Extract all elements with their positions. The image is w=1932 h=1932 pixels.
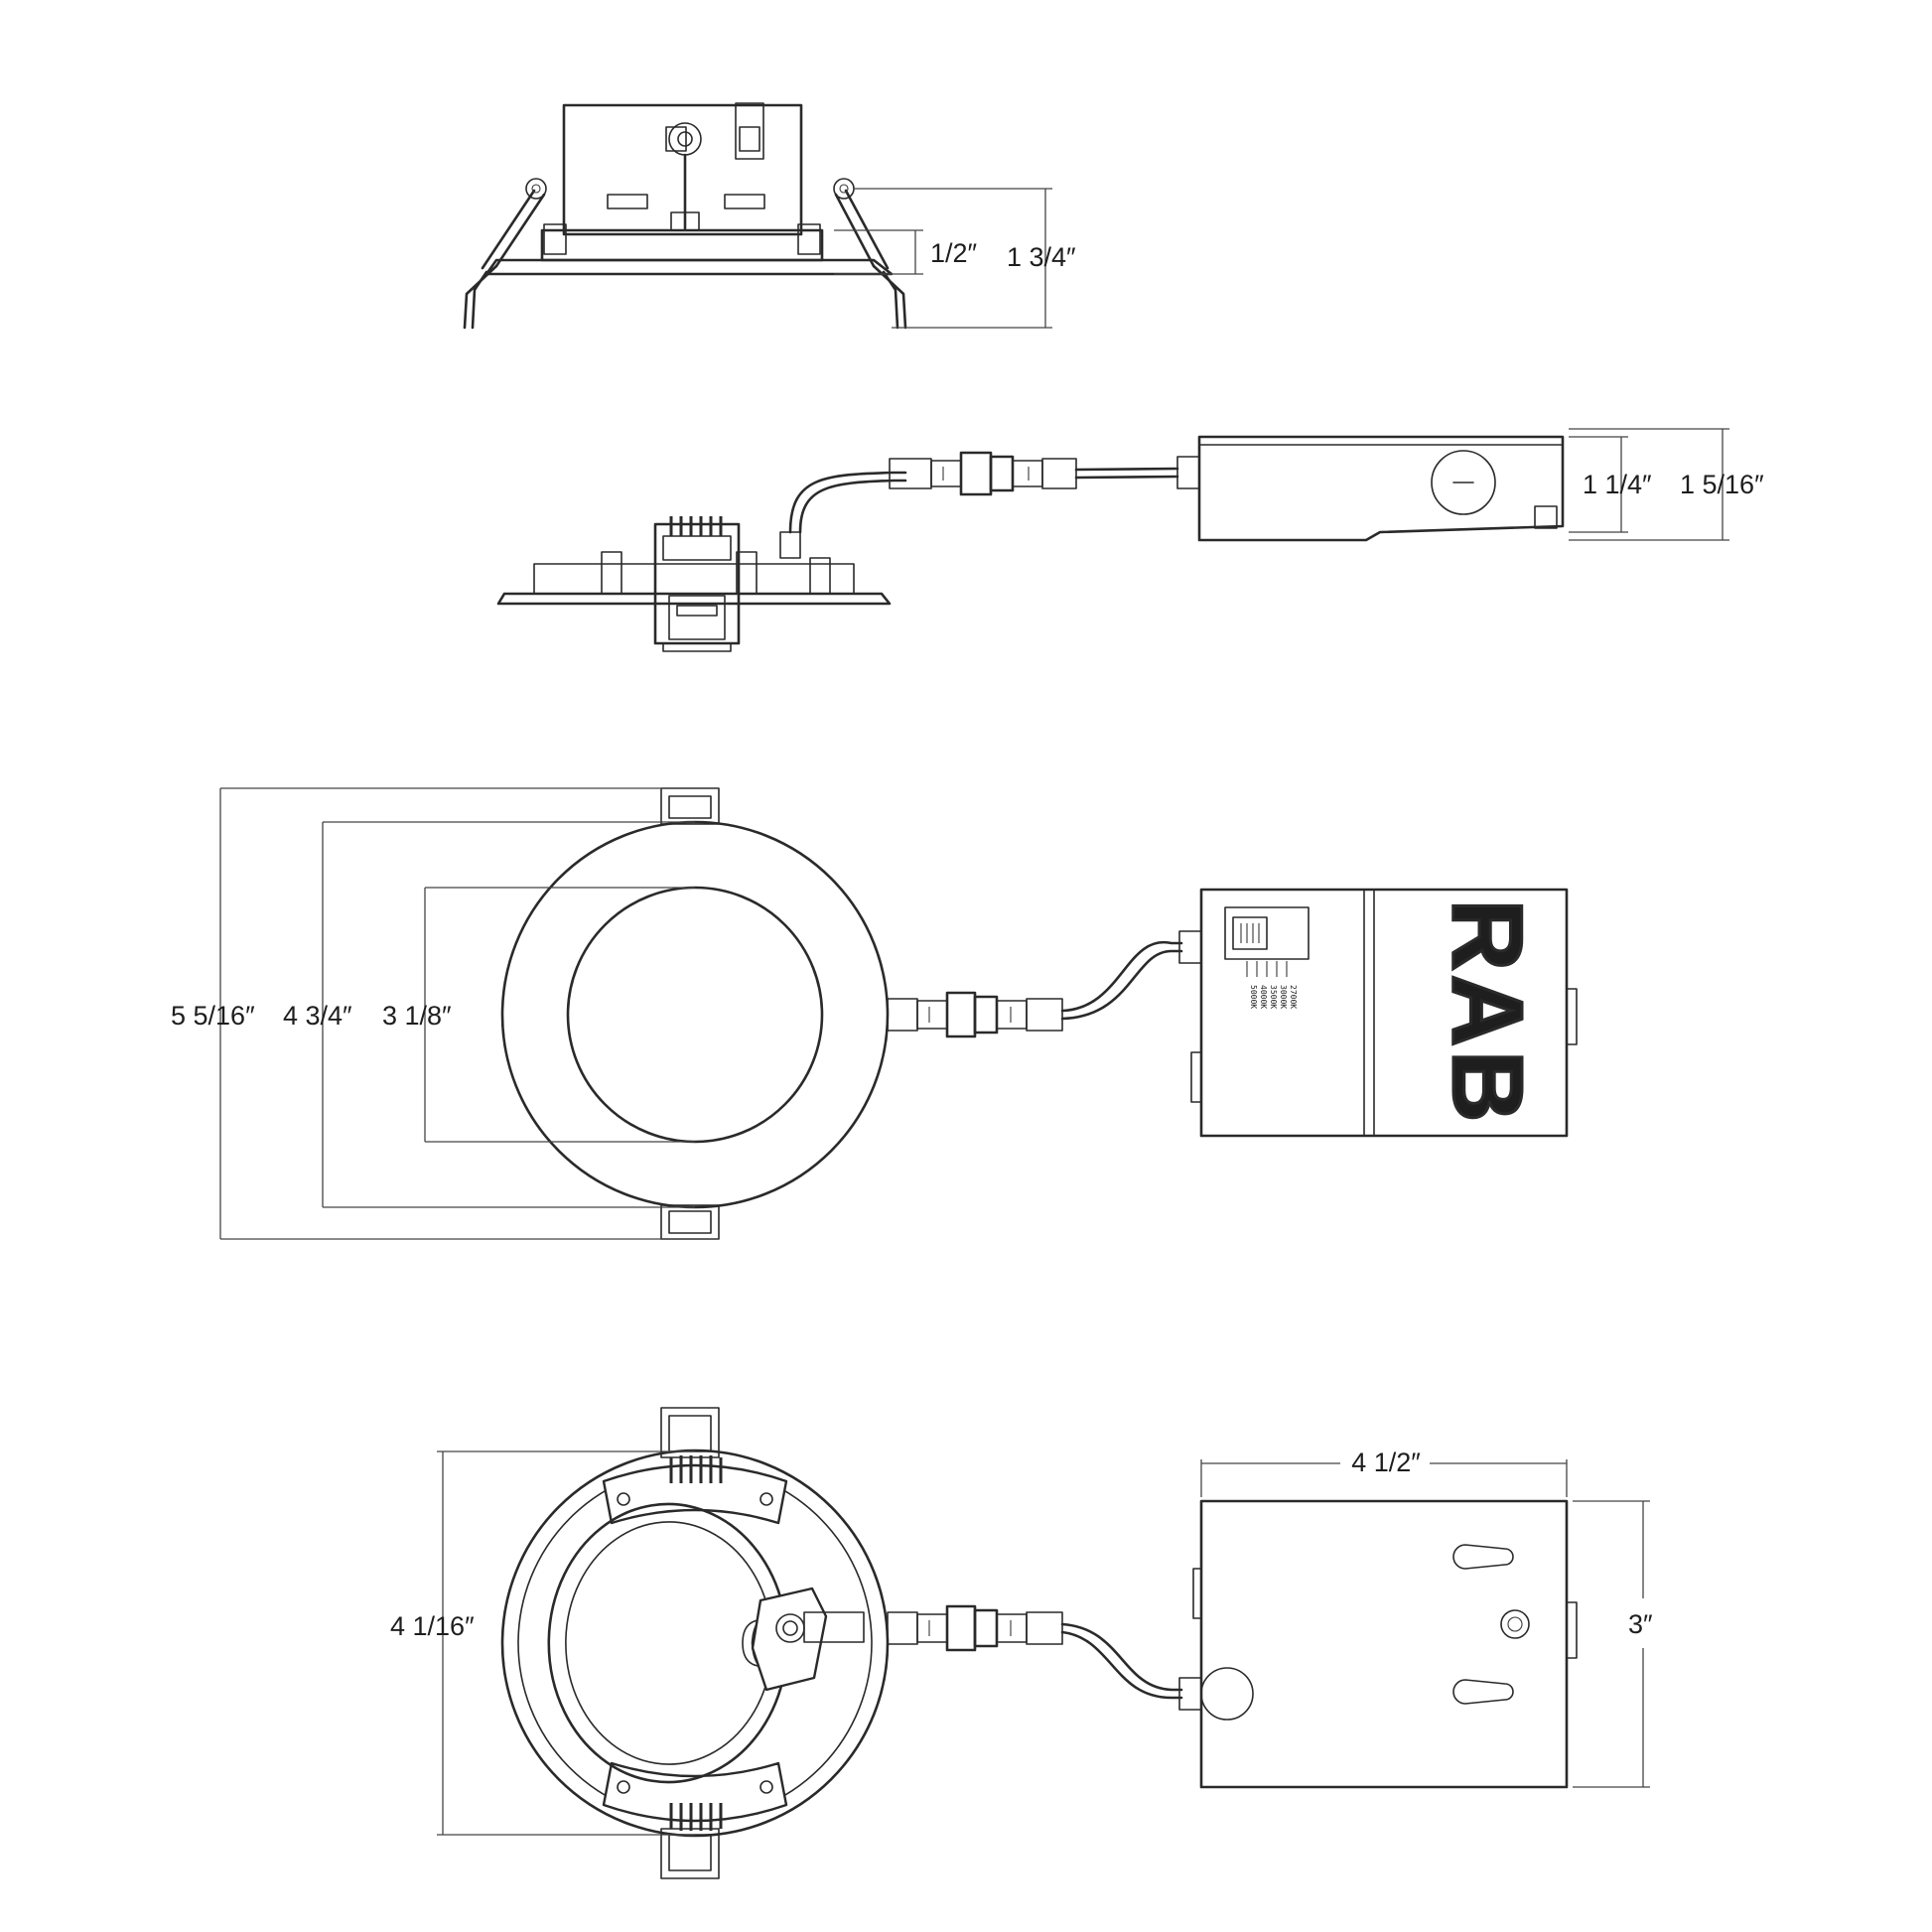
dim-box-length: 4 1/2″ (1351, 1448, 1421, 1477)
spring-mount-bottom (602, 1761, 788, 1831)
cct-option-2700k: 2700K (1289, 985, 1298, 1009)
top-view: 5000K 4000K 3500K 3000K 2700K RAB 5 5/16… (171, 787, 1578, 1240)
bottom-view: 4 1/16″ 4 1/2″ 3″ (390, 1407, 1653, 1879)
trim-flange-side (484, 258, 894, 276)
trim-side-flange (496, 592, 892, 606)
dimension-lines-side (834, 188, 1052, 329)
brand-logo: RAB (1432, 899, 1543, 1127)
dim-aperture: 3 1/8″ (382, 1001, 452, 1031)
dim-overall: 5 5/16″ (171, 1001, 255, 1031)
keyhole-slot-lower (1452, 1679, 1514, 1705)
dim-trim-diameter: 4 3/4″ (283, 1001, 352, 1031)
cable-connector-side (889, 451, 1077, 496)
flex-cable-bottom (1060, 1622, 1183, 1692)
cct-option-5000k: 5000K (1249, 985, 1258, 1009)
cable-connector-bottom (887, 1604, 1063, 1652)
dim-flange-height: 1/2″ (930, 238, 978, 268)
lens-aperture (566, 886, 824, 1144)
junction-box-side (562, 103, 803, 236)
cable-connector-top (887, 991, 1063, 1038)
side-view: 1/2″ 1 3/4″ (463, 102, 1076, 330)
knockout-fitting (665, 122, 702, 231)
dim-driver-height-outer: 1 5/16″ (1680, 470, 1764, 499)
torsion-spring-bracket (653, 516, 741, 652)
keyhole-slot-upper (1452, 1544, 1514, 1570)
dim-total-height: 1 3/4″ (1007, 242, 1076, 272)
spring-mount-top (602, 1455, 788, 1525)
side-view-driver: 1 1/4″ 1 5/16″ (496, 428, 1764, 652)
dimension-lines-top (219, 787, 719, 1240)
trim-ring (500, 820, 890, 1209)
reflector-ring (547, 1502, 786, 1784)
cct-option-4000k: 4000K (1259, 985, 1268, 1009)
cct-option-3500k: 3500K (1269, 985, 1278, 1009)
mounting-tab-bottom (660, 1204, 720, 1240)
dim-driver-height-inner: 1 1/4″ (1583, 470, 1652, 499)
spring-clip-right (833, 178, 907, 330)
mounting-tab-top (660, 787, 720, 825)
dimension-lines-driver (1569, 428, 1729, 541)
driver-box-side (1197, 435, 1565, 542)
driver-box-top (1190, 888, 1578, 1138)
dimension-lines-bottom (437, 1450, 1650, 1836)
driver-box-bottom (1192, 1499, 1578, 1789)
dim-box-width: 3″ (1628, 1609, 1653, 1639)
dim-housing: 4 1/16″ (390, 1611, 475, 1641)
flex-cable-side (788, 471, 907, 534)
clip-bracket (735, 102, 764, 160)
cct-option-3000k: 3000K (1279, 985, 1288, 1009)
spring-clip-left (463, 178, 547, 330)
flex-cable-top (1060, 940, 1183, 1013)
cord-grip (751, 1587, 865, 1692)
cct-switch: 5000K 4000K 3500K 3000K 2700K (1224, 906, 1310, 1009)
